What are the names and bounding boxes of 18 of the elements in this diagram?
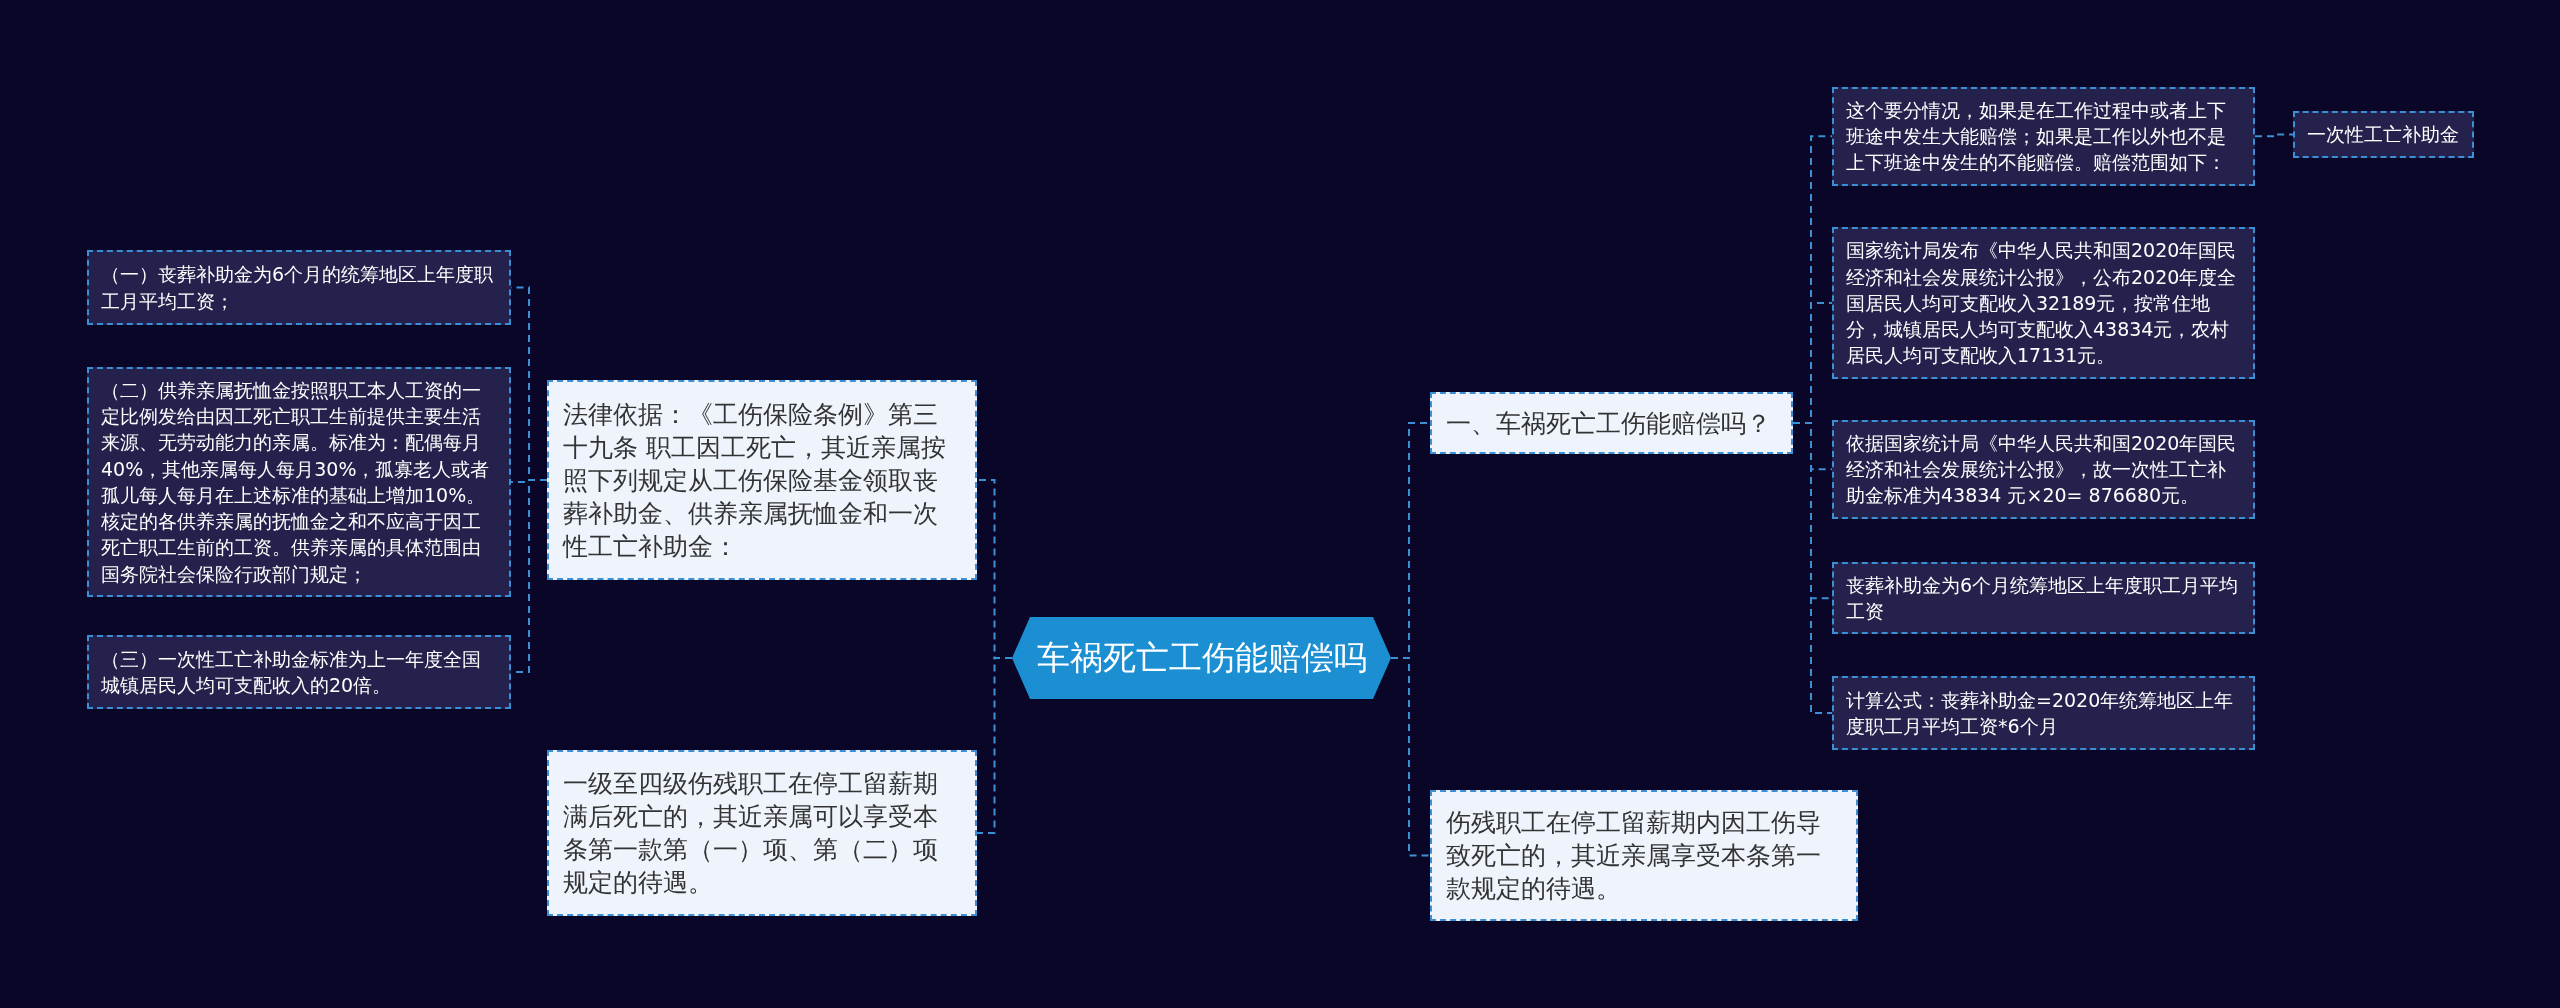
- subtopic-box: 这个要分情况，如果是在工作过程中或者上下班途中发生大能赔偿；如果是工作以外也不是上下班途中发生的不能赔偿。赔偿范围如下：: [1832, 87, 2255, 186]
- central-topic: 车祸死亡工伤能赔偿吗: [1012, 617, 1391, 699]
- topic-box: 法律依据：《工伤保险条例》第三十九条 职工因工死亡，其近亲属按照下列规定从工伤保险基金领取丧葬补助金、供养亲属抚恤金和一次性工亡补助金：: [547, 380, 977, 580]
- connector-line: [2254, 133, 2294, 138]
- subtopic-box: （二）供养亲属抚恤金按照职工本人工资的一定比例发给由因工死亡职工生前提供主要生活来源、无劳动能力的亲属。标准为：配偶每月40%，其他亲属每人每月30%，孤寡老人或者孤儿每人每月在上述标准的基础上增加10%。核定的各供养亲属的抚恤金之和不应高于因工死亡职工生前的工资。供养亲属的具体范围由国务院社会保险行政部门规定；: [87, 367, 511, 597]
- connector-line: [1390, 657, 1431, 857]
- subtopic-box: （一）丧葬补助金为6个月的统筹地区上年度职工月平均工资；: [87, 250, 511, 325]
- topic-box: 一级至四级伤残职工在停工留薪期满后死亡的，其近亲属可以享受本条第一款第（一）项、第（二）项规定的待遇。: [547, 750, 977, 916]
- topic-box: 一、车祸死亡工伤能赔偿吗？: [1430, 392, 1793, 454]
- topic-box: 伤残职工在停工留薪期内因工伤导致死亡的，其近亲属享受本条第一款规定的待遇。: [1430, 790, 1858, 921]
- connector-line: [1792, 422, 1833, 714]
- connector-line: [976, 657, 1013, 834]
- subtopic-box: 国家统计局发布《中华人民共和国2020年国民经济和社会发展统计公报》，公布2020年度全国居民人均可支配收入32189元，按常住地分，城镇居民人均可支配收入43834元，农村居民人均可支配收入17131元。: [1832, 227, 2255, 379]
- subtopic-box: 丧葬补助金为6个月统筹地区上年度职工月平均工资: [1832, 562, 2255, 635]
- subtopic-box: （三）一次性工亡补助金标准为上一年度全国城镇居民人均可支配收入的20倍。: [87, 635, 511, 709]
- subtopic-box: 依据国家统计局《中华人民共和国2020年国民经济和社会发展统计公报》，故一次性工亡补助金标准为43834 元×20= 876680元。: [1832, 420, 2255, 519]
- subtopic-box: 计算公式：丧葬补助金=2020年统筹地区上年度职工月平均工资*6个月: [1832, 676, 2255, 750]
- subtopic-box: 一次性工亡补助金: [2293, 111, 2474, 158]
